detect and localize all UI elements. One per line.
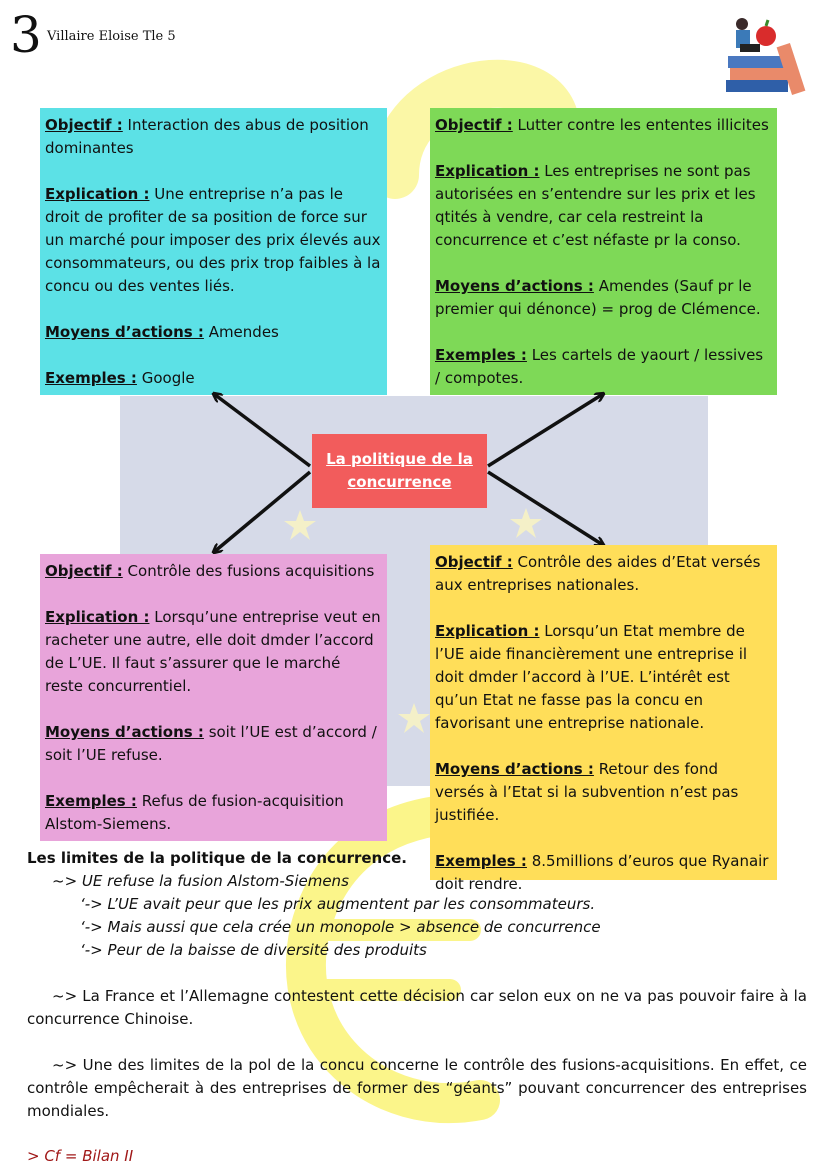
objectif-label: Objectif :: [435, 553, 513, 571]
objectif-text: Interaction des abus de position dominan…: [45, 116, 369, 157]
objectif-label: Objectif :: [45, 116, 123, 134]
objectif-text: Contrôle des fusions acquisitions: [127, 562, 375, 580]
cross-reference: > Cf = Bilan II: [27, 1147, 134, 1165]
exemples-text: Refus de fusion-acquisition Alstom-Sieme…: [45, 792, 344, 833]
limits-subline: ‘-> Peur de la baisse de diversité des p…: [80, 941, 427, 959]
moyens-label: Moyens d’actions :: [435, 277, 594, 295]
objectif-label: Objectif :: [45, 562, 123, 580]
moyens-text: Retour des fond versés à l’Etat si la su…: [435, 760, 739, 824]
moyens-label: Moyens d’actions :: [45, 323, 204, 341]
moyens-text: soit l’UE est d’accord / soit l’UE refus…: [45, 723, 377, 764]
star-icon: [510, 508, 542, 538]
box-abus-position-dominante: Objectif : Interaction des abus de posit…: [40, 108, 387, 395]
exemples-text: Google: [141, 369, 195, 387]
objectif-label: Objectif :: [435, 116, 513, 134]
box-ententes-illicites: Objectif : Lutter contre les ententes il…: [430, 108, 777, 395]
arrow-icon: [214, 394, 312, 468]
exemples-text: Les cartels de yaourt / lessives / compo…: [435, 346, 764, 387]
books-reader-icon: [726, 18, 806, 95]
explication-label: Explication :: [435, 622, 540, 640]
limits-subline: ‘-> Mais aussi que cela crée un monopole…: [80, 918, 601, 936]
explication-text: Les entreprises ne sont pas autorisées e…: [435, 162, 756, 249]
moyens-text: Amendes: [208, 323, 279, 341]
central-topic: La politique de la concurrence: [312, 434, 487, 508]
box-aides-etat: Objectif : Contrôle des aides d’Etat ver…: [430, 545, 777, 893]
central-topic-title: La politique de la concurrence: [326, 450, 473, 491]
box-fusions-acquisitions: Objectif : Contrôle des fusions acquisit…: [40, 554, 387, 841]
explication-label: Explication :: [435, 162, 540, 180]
star-icon: [284, 510, 316, 540]
arrow-icon: [487, 470, 603, 545]
author-name: Villaire Eloise Tle 5: [47, 29, 176, 44]
exemples-label: Exemples :: [435, 346, 527, 364]
page-number: 3: [10, 6, 42, 64]
explication-text: Une entreprise n’a pas le droit de profi…: [45, 185, 381, 295]
objectif-text: Contrôle des aides d’Etat versés aux ent…: [435, 553, 761, 594]
explication-label: Explication :: [45, 185, 150, 203]
explication-text: Lorsqu’un Etat membre de l’UE aide finan…: [435, 622, 748, 732]
explication-label: Explication :: [45, 608, 150, 626]
exemples-label: Exemples :: [45, 369, 137, 387]
exemples-label: Exemples :: [45, 792, 137, 810]
limits-paragraph: ~> Une des limites de la pol de la concu…: [27, 1056, 807, 1120]
arrow-icon: [487, 394, 603, 468]
limits-line: ~> UE refuse la fusion Alstom-Siemens: [52, 872, 349, 890]
moyens-label: Moyens d’actions :: [45, 723, 204, 741]
moyens-label: Moyens d’actions :: [435, 760, 594, 778]
explication-text: Lorsqu’une entreprise veut en racheter u…: [45, 608, 381, 695]
exemples-text: 8.5millions d’euros que Ryanair doit ren…: [435, 852, 769, 893]
exemples-label: Exemples :: [435, 852, 527, 870]
limits-heading: Les limites de la politique de la concur…: [27, 849, 407, 867]
arrow-icon: [214, 470, 312, 552]
star-icon: [398, 703, 430, 733]
objectif-text: Lutter contre les ententes illicites: [517, 116, 769, 134]
moyens-text: Amendes (Sauf pr le premier qui dénonce)…: [435, 277, 761, 318]
limits-paragraph: ~> La France et l’Allemagne contestent c…: [27, 987, 807, 1028]
limits-subline: ‘-> L’UE avait peur que les prix augment…: [80, 895, 596, 913]
